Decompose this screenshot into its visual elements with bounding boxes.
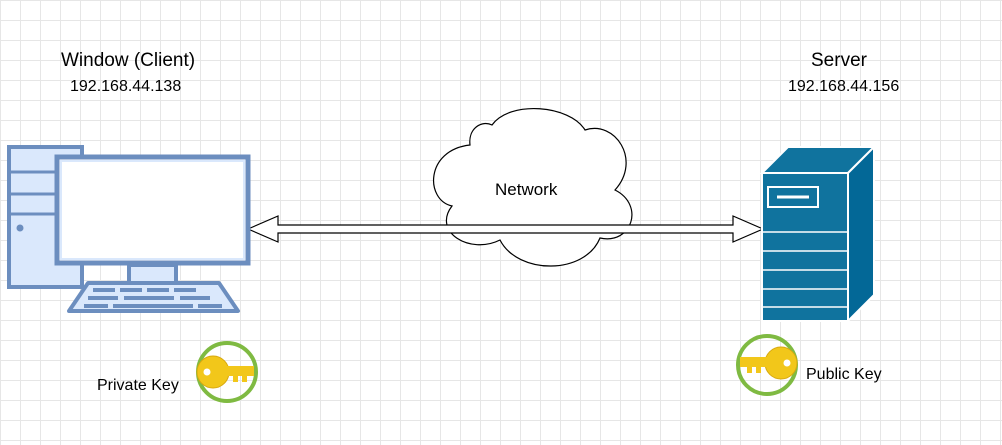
- server-icon: [759, 144, 877, 324]
- client-title: Window (Client): [61, 50, 196, 71]
- client-computer-icon: [7, 145, 251, 313]
- private-key-label: Private Key: [97, 377, 179, 394]
- server-title: Server: [811, 50, 867, 71]
- public-key-label: Public Key: [806, 366, 882, 383]
- server-ip: 192.168.44.156: [788, 78, 900, 95]
- private-key-icon: [196, 341, 258, 403]
- client-ip: 192.168.44.138: [70, 78, 182, 95]
- public-key-icon: [736, 334, 798, 396]
- network-label: Network: [495, 180, 558, 199]
